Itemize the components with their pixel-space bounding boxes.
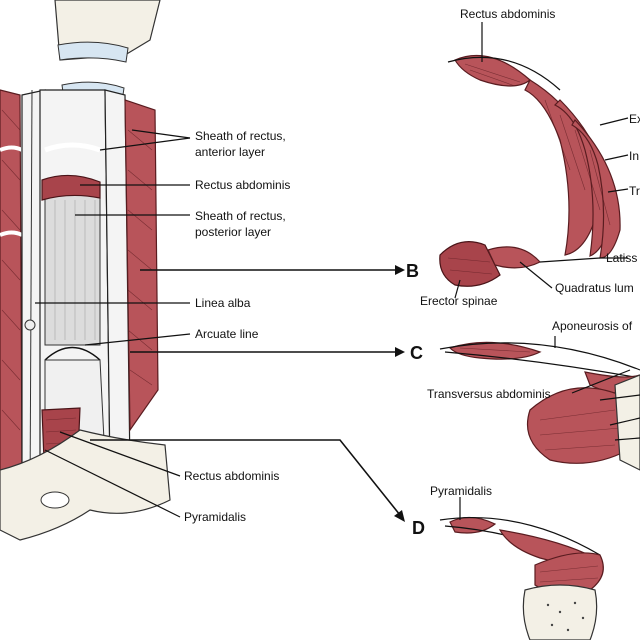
label-sheath-posterior-1: Sheath of rectus, (195, 209, 286, 223)
d-label-pyramidalis: Pyramidalis (430, 484, 492, 498)
section-arrows (90, 265, 405, 522)
b-label-quadratus: Quadratus lum (555, 281, 634, 295)
b-label-transversus: Tr (629, 184, 640, 198)
label-arcuate-line: Arcuate line (195, 327, 259, 341)
posterior-layer-hatch (54, 200, 96, 340)
leader-pyramidalis (44, 449, 181, 518)
panel-letter-c: C (410, 343, 423, 363)
panel-b-leaders (454, 22, 629, 299)
b-label-external: Ex (629, 112, 640, 126)
b-rectus-muscle (454, 54, 531, 87)
b-erector-spinae (439, 241, 501, 287)
panel-a-leaders (35, 129, 191, 518)
panel-d-labels: Pyramidalis (430, 484, 492, 498)
leader-sheath-anterior-2 (99, 137, 191, 151)
panel-letter-d: D (412, 518, 425, 538)
label-sheath-anterior-2: anterior layer (195, 145, 265, 159)
linea-alba-line (29, 89, 33, 501)
b-lateral-fibers (544, 99, 611, 226)
panel-letter-b: B (406, 261, 419, 281)
label-pyramidalis: Pyramidalis (184, 510, 246, 524)
pelvis-bone (0, 429, 171, 541)
b-label-latissimus: Latiss (606, 251, 637, 265)
d-pyramidalis-muscle (449, 516, 497, 534)
umbilicus (24, 319, 36, 331)
leader-arcuate-line (84, 333, 191, 346)
panel-b-labels: Rectus abdominis Ex In Tr Latiss Quadrat… (420, 7, 640, 308)
b-label-erector: Erector spinae (420, 294, 498, 308)
posterior-layer-region (44, 189, 101, 346)
b-quadratus (487, 246, 541, 269)
panel-a-labels: Sheath of rectus, anterior layer Rectus … (184, 129, 290, 524)
c-lateral-fibers (539, 409, 621, 451)
arrow-to-d (90, 439, 401, 516)
b-erector-fibers (447, 257, 493, 275)
label-sheath-anterior-1: Sheath of rectus, (195, 129, 286, 143)
panel-c-leaders (554, 336, 640, 441)
right-oblique-muscle (124, 99, 159, 432)
b-label-internal: In (629, 149, 639, 163)
label-linea-alba: Linea alba (195, 296, 251, 310)
c-label-transversus: Transversus abdominis (427, 387, 551, 401)
leader-rectus-lower (59, 431, 181, 477)
label-rectus-abdominis: Rectus abdominis (195, 178, 290, 192)
label-rectus-abdominis-lower: Rectus abdominis (184, 469, 279, 483)
b-label-rectus: Rectus abdominis (460, 7, 555, 21)
label-sheath-posterior-2: posterior layer (195, 225, 271, 239)
panel-d-cross-section (439, 516, 604, 640)
rectus-cut-top (41, 174, 101, 201)
leader-sheath-anterior-1 (131, 129, 191, 139)
panel-c-cross-section (439, 341, 640, 471)
left-oblique-fibers (1, 109, 21, 431)
d-fibers (539, 565, 599, 583)
right-oblique-fibers (127, 129, 153, 386)
panel-b-cross-section (439, 54, 621, 287)
panel-c-labels: Aponeurosis of Transversus abdominis (427, 319, 633, 401)
arcuate-line-curve (44, 346, 101, 361)
cartilage-blue-band (57, 41, 129, 63)
c-label-aponeurosis: Aponeurosis of (552, 319, 633, 333)
